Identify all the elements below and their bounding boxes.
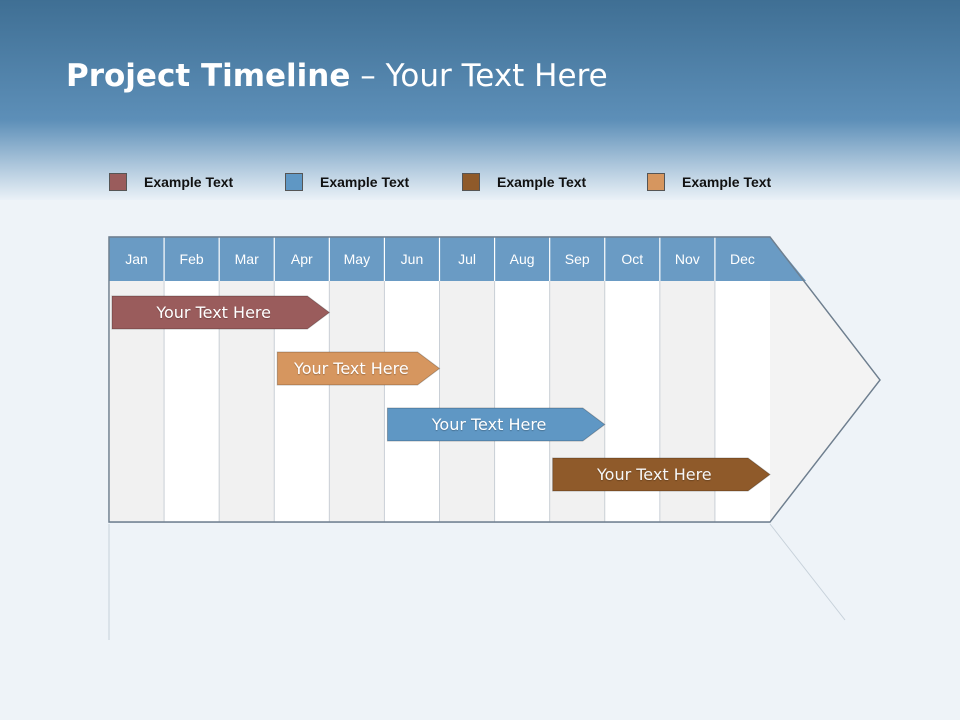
task-bar-label[interactable]: Your Text Here (431, 415, 547, 434)
legend-item: Example Text (462, 170, 586, 194)
page-title: Project Timeline – Your Text Here (66, 58, 608, 94)
month-column (329, 281, 385, 522)
title-bold: Project Timeline (66, 58, 351, 94)
legend-swatch (109, 173, 127, 191)
legend-label: Example Text (682, 174, 772, 190)
task-bar (276, 351, 441, 386)
legend-swatch (647, 173, 665, 191)
title-rest: – Your Text Here (350, 58, 608, 94)
task-bar (552, 457, 771, 492)
month-column (494, 281, 550, 522)
month-column (384, 281, 440, 522)
legend-label: Example Text (320, 174, 410, 190)
month-header-row (109, 237, 806, 281)
legend-swatch (285, 173, 303, 191)
legend-swatch (462, 173, 480, 191)
reflection-line (769, 523, 846, 621)
legend-item: Example Text (647, 170, 771, 194)
task-bar-label[interactable]: Your Text Here (597, 465, 712, 484)
legend-label: Example Text (144, 174, 234, 190)
legend-item: Example Text (285, 170, 409, 194)
legend-item: Example Text (109, 170, 233, 194)
legend-label: Example Text (497, 174, 587, 190)
task-bar (111, 295, 331, 330)
header-band (0, 0, 960, 200)
month-column (439, 281, 495, 522)
timeline-outline (108, 236, 881, 523)
task-bar-label[interactable]: Your Text Here (156, 303, 271, 322)
task-bar-label[interactable]: Your Text Here (294, 359, 409, 378)
task-bar (386, 407, 606, 442)
